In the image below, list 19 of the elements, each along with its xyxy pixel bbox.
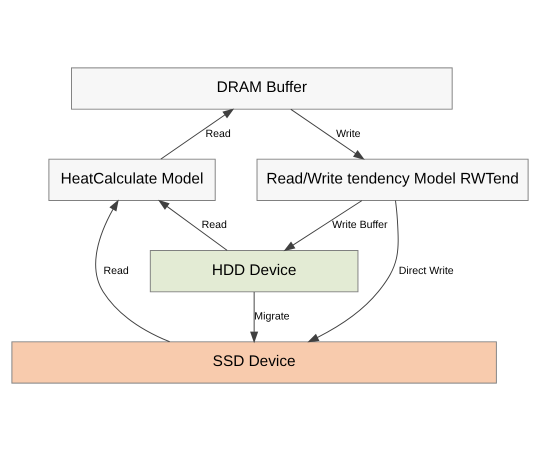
edge-label: Migrate [254, 310, 290, 323]
node-box: HeatCalculate Model [48, 158, 216, 201]
arrow [95, 199, 170, 342]
edge-label: Write Buffer [332, 219, 388, 232]
arrow [250, 291, 258, 344]
node-box: DRAM Buffer [71, 67, 453, 110]
edge-label: Read [104, 264, 129, 277]
arrow [290, 108, 365, 160]
edge-label: Direct Write [398, 264, 454, 277]
arrow [284, 200, 362, 252]
arrow [307, 200, 399, 342]
node-box: Read/Write tendency Model RWTend [256, 158, 529, 201]
edge-label: Write [336, 128, 361, 140]
arrow [160, 108, 234, 160]
edge-label: Read [202, 219, 227, 232]
arrow [158, 200, 228, 251]
edge-label: Read [205, 128, 231, 140]
node-box: HDD Device [150, 250, 358, 292]
node-box: SSD Device [11, 341, 497, 384]
